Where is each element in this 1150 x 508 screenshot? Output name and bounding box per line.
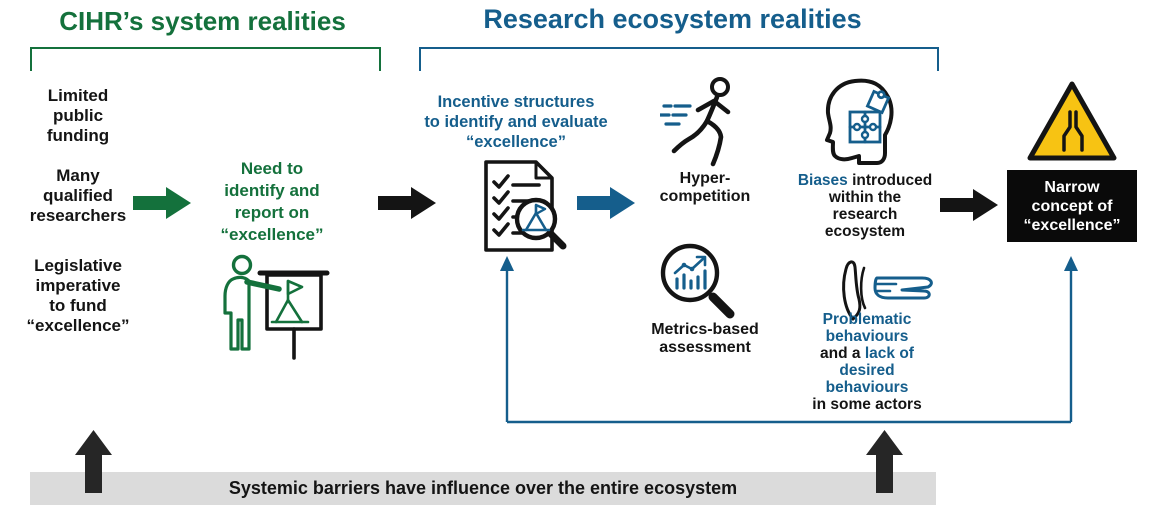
chart-magnifier-icon	[660, 243, 735, 319]
biases-highlight: Biases	[797, 172, 848, 189]
incentive-structures-text: Incentive structures to identify and eva…	[424, 93, 608, 151]
section-title-cihr: CIHR’s system realities	[59, 6, 346, 36]
black-arrow-right-1	[378, 187, 436, 219]
metrics-assessment-text: Metrics-based assessment	[651, 321, 759, 356]
biases-text: Biases introduced within the research ec…	[797, 172, 933, 240]
refusing-hands-icon	[842, 260, 933, 321]
cihr-item-limited-funding: Limited public funding	[46, 86, 110, 145]
running-person-icon	[660, 77, 731, 167]
road-narrows-warning-icon	[1027, 81, 1117, 161]
barrier-up-arrow-right	[866, 430, 903, 493]
ecosystem-bracket	[419, 47, 939, 71]
cihr-item-many-researchers: Many qualified researchers	[29, 166, 127, 225]
black-arrow-right-2	[940, 189, 998, 221]
problematic-behaviours-text: Problematic behaviours and a lack of des…	[812, 311, 922, 413]
barrier-up-arrow-left	[75, 430, 112, 493]
systemic-barriers-bar: Systemic barriers have influence over th…	[30, 472, 936, 505]
head-puzzle-icon	[825, 78, 894, 165]
hyper-competition-text: Hyper- competition	[659, 170, 751, 205]
narrow-concept-box: Narrow concept of “excellence”	[1007, 170, 1137, 242]
feedback-connector	[500, 256, 1078, 424]
cihr-bracket	[30, 47, 381, 71]
green-arrow-right	[133, 187, 191, 219]
need-to-identify-text: Need to identify and report on “excellen…	[220, 159, 324, 244]
blue-arrow-right	[577, 187, 635, 219]
cihr-item-legislative: Legislative imperative to fund “excellen…	[26, 256, 130, 335]
presenter-board-icon	[223, 254, 330, 360]
section-title-ecosystem: Research ecosystem realities	[483, 4, 862, 34]
checklist-magnifier-icon	[484, 160, 567, 252]
